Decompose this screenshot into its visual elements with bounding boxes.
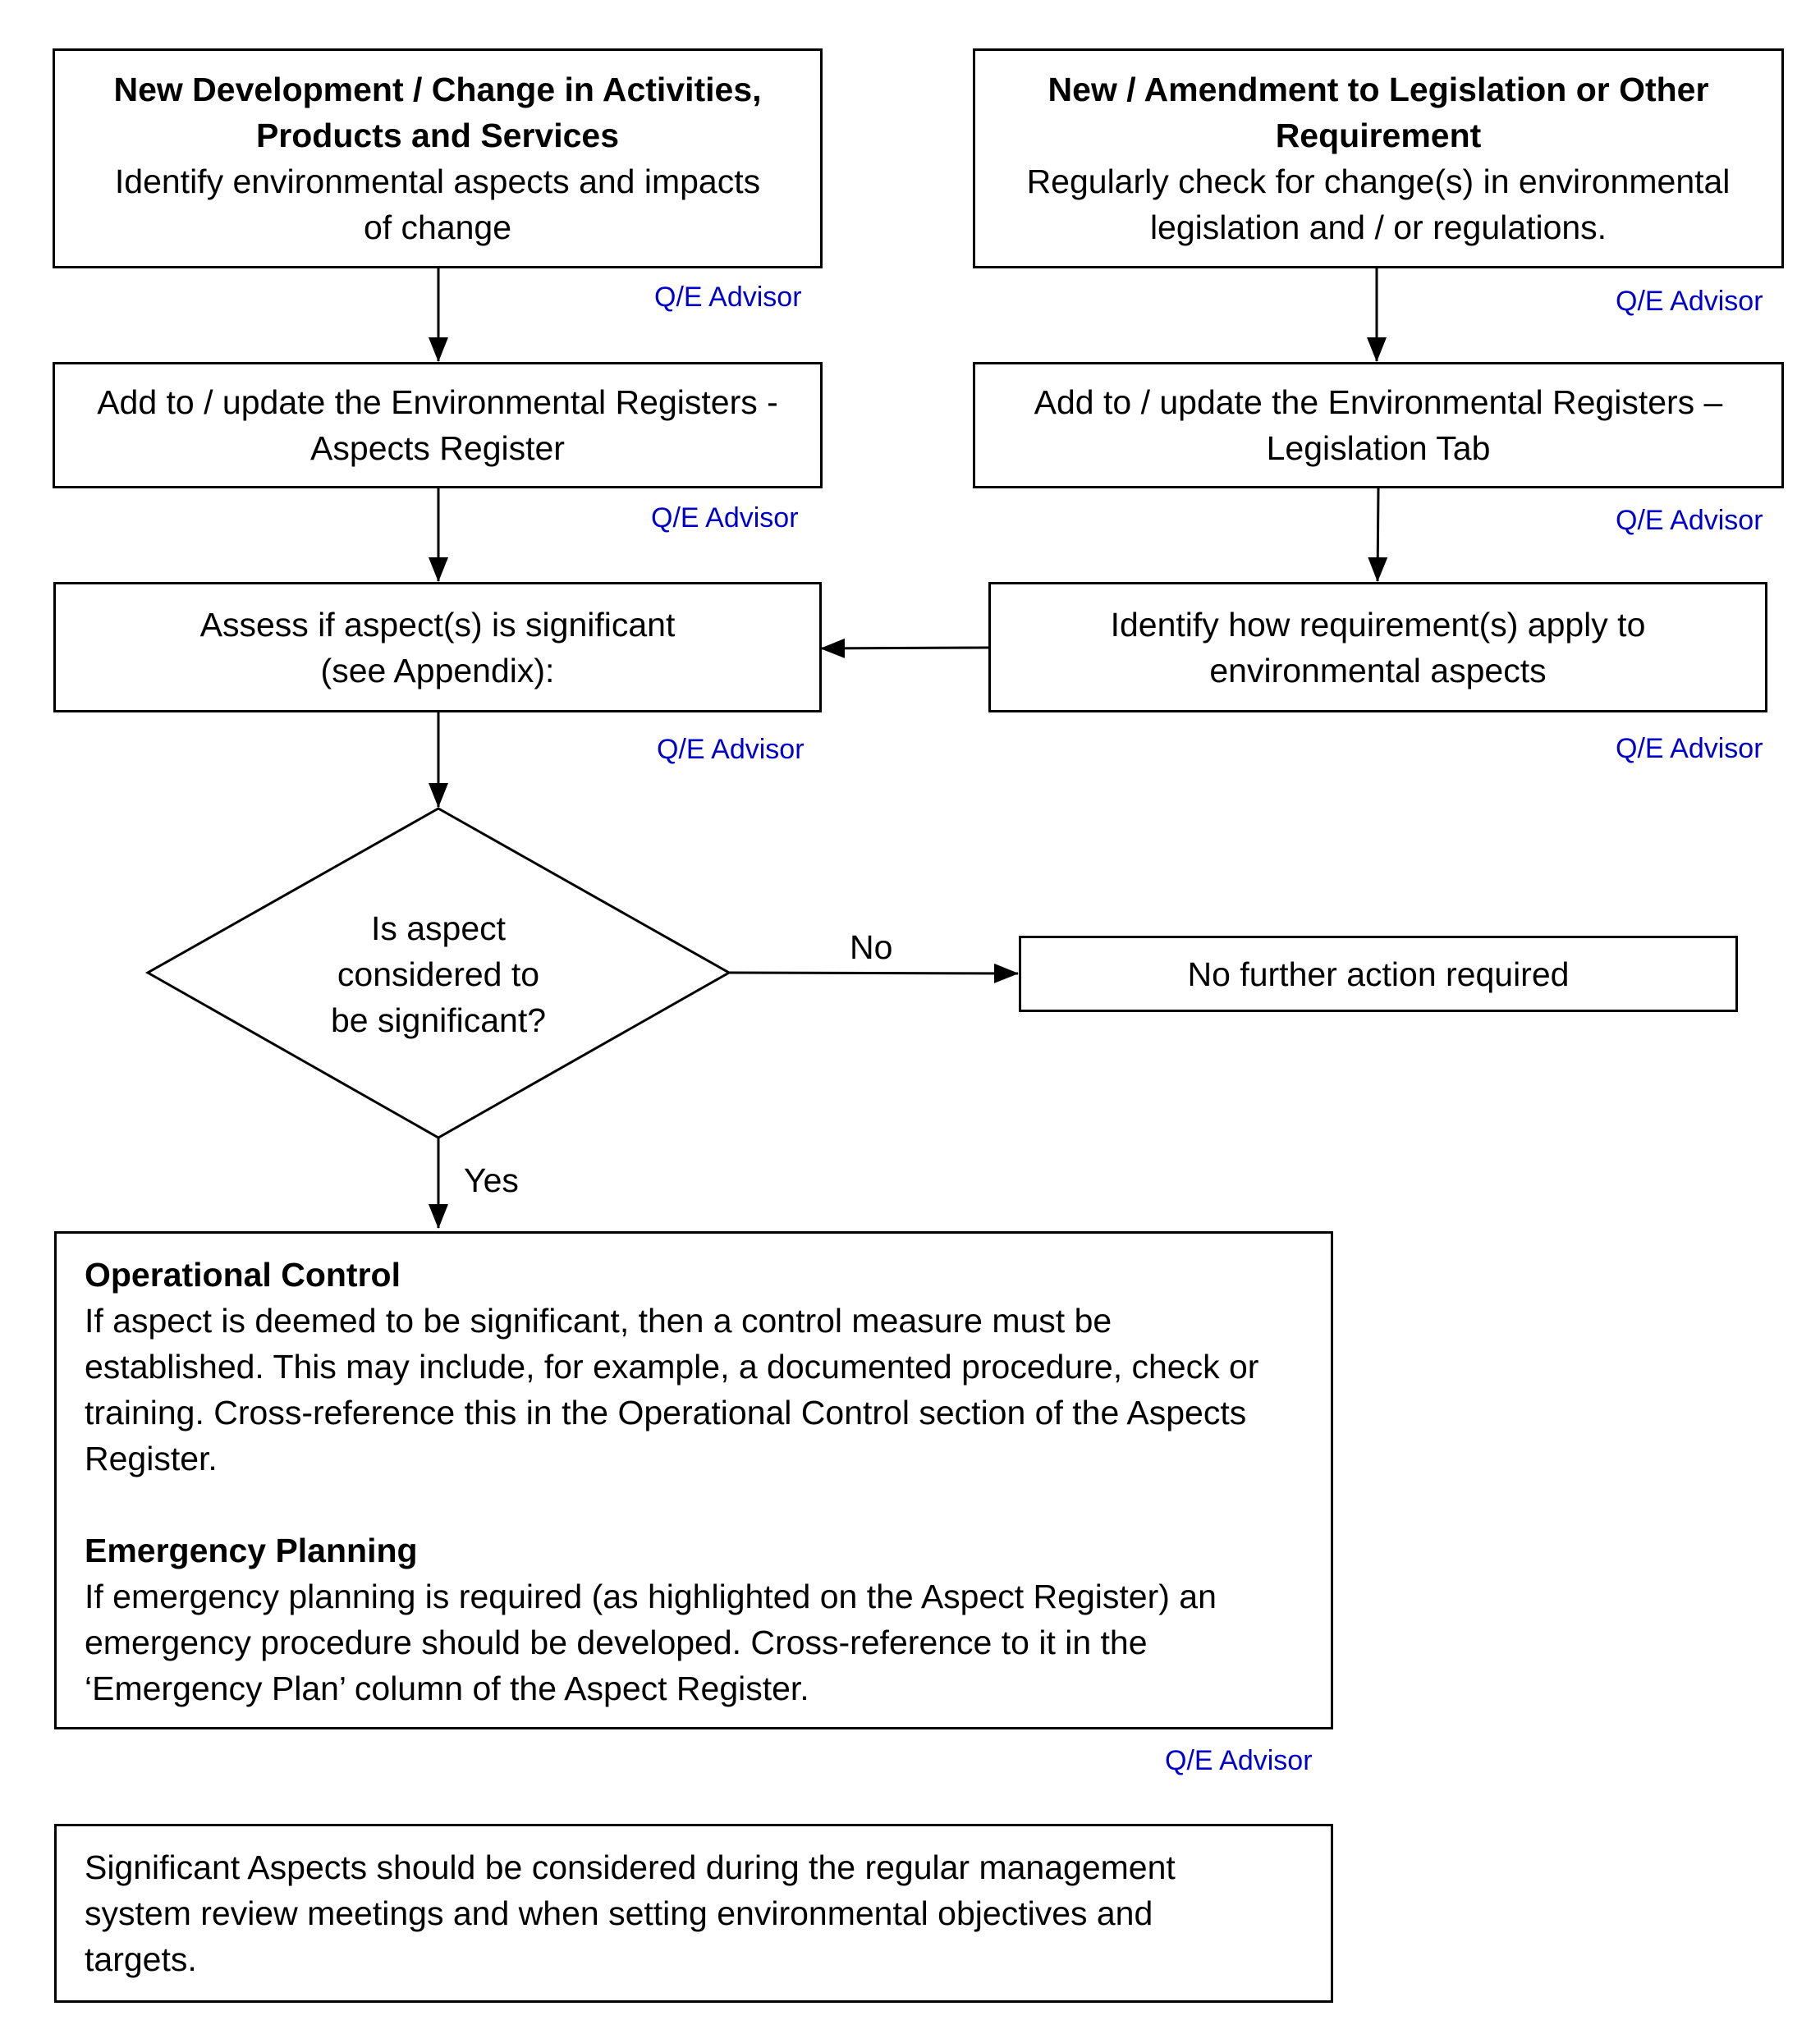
new-legislation-title-line1: New / Amendment to Legislation or Other: [1048, 71, 1709, 108]
new-development-box: New Development / Change in Activities, …: [53, 48, 823, 268]
emergency-planning-body-line1: If emergency planning is required (as hi…: [85, 1578, 1217, 1615]
operational-control-body-line4: Register.: [85, 1440, 218, 1477]
operational-control-body-line3: training. Cross-reference this in the Op…: [85, 1394, 1247, 1431]
new-development-body-line1: Identify environmental aspects and impac…: [114, 163, 761, 200]
new-development-title-line2: Products and Services: [255, 117, 620, 154]
operational-control-body-line2: established. This may include, for examp…: [85, 1348, 1259, 1386]
operational-control-box: Operational Control If aspect is deemed …: [54, 1231, 1333, 1729]
no-action-box: No further action required: [1019, 936, 1738, 1012]
identify-requirements-line2: environmental aspects: [1209, 651, 1547, 689]
identify-requirements-line1: Identify how requirement(s) apply to: [1110, 605, 1646, 644]
update-aspects-register-box: Add to / update the Environmental Regist…: [53, 362, 823, 488]
emergency-planning-body-line3: ‘Emergency Plan’ column of the Aspect Re…: [85, 1670, 809, 1707]
assess-significance-box: Assess if aspect(s) is significant (see …: [53, 582, 822, 712]
new-legislation-body-line1: Regularly check for change(s) in environ…: [1026, 163, 1731, 200]
identify-requirements-box: Identify how requirement(s) apply to env…: [988, 582, 1767, 712]
edge-label-yes: Yes: [464, 1161, 519, 1199]
assess-significance-owner: Q/E Advisor: [657, 734, 805, 765]
review-box: Significant Aspects should be considered…: [54, 1824, 1333, 2003]
decision-line3: be significant?: [330, 1001, 547, 1039]
assess-significance-line1: Assess if aspect(s) is significant: [199, 605, 676, 644]
review-line3: targets.: [85, 1940, 197, 1978]
no-action-text: No further action required: [1187, 955, 1570, 993]
update-legislation-tab-owner: Q/E Advisor: [1616, 505, 1763, 536]
new-legislation-box: New / Amendment to Legislation or Other …: [973, 48, 1784, 268]
operational-control-body-line1: If aspect is deemed to be significant, t…: [85, 1302, 1112, 1340]
review-line2: system review meetings and when setting …: [85, 1894, 1153, 1932]
new-legislation-body-line2: legislation and / or regulations.: [1149, 208, 1607, 246]
assess-significance-line2: (see Appendix):: [320, 651, 555, 689]
update-legislation-tab-box: Add to / update the Environmental Regist…: [973, 362, 1784, 488]
new-development-body-line2: of change: [363, 208, 512, 246]
decision-question: Is aspect considered to be significant?: [274, 905, 603, 1043]
update-legislation-tab-line2: Legislation Tab: [1266, 429, 1491, 467]
review-line1: Significant Aspects should be considered…: [85, 1848, 1176, 1886]
update-aspects-register-line1: Add to / update the Environmental Regist…: [97, 383, 778, 421]
operational-control-owner: Q/E Advisor: [1165, 1745, 1313, 1776]
emergency-planning-heading: Emergency Planning: [85, 1532, 418, 1569]
decision-line2: considered to: [337, 955, 540, 993]
new-development-title-line1: New Development / Change in Activities,: [113, 71, 762, 108]
identify-requirements-owner: Q/E Advisor: [1616, 733, 1763, 764]
edge-label-no: No: [850, 928, 893, 966]
operational-control-heading: Operational Control: [85, 1256, 401, 1294]
update-aspects-register-owner: Q/E Advisor: [651, 502, 799, 534]
decision-line1: Is aspect: [370, 909, 507, 947]
new-development-owner: Q/E Advisor: [654, 282, 802, 313]
update-legislation-tab-line1: Add to / update the Environmental Regist…: [1034, 383, 1723, 421]
new-legislation-owner: Q/E Advisor: [1616, 286, 1763, 317]
update-aspects-register-line2: Aspects Register: [310, 429, 565, 467]
new-legislation-title-line2: Requirement: [1275, 117, 1482, 154]
emergency-planning-body-line2: emergency procedure should be developed.…: [85, 1624, 1148, 1661]
